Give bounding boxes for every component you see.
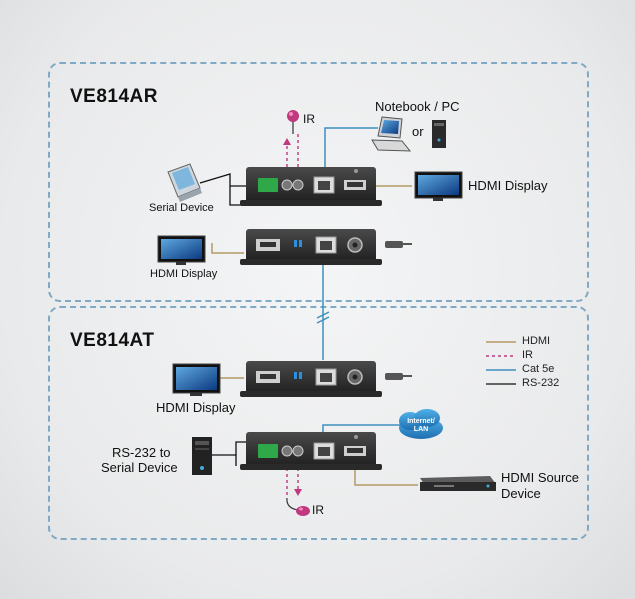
cat5e-to-notebook xyxy=(324,127,378,172)
transmitter-panel xyxy=(48,306,589,540)
legend-rs232: RS-232 xyxy=(522,377,560,389)
hdmi-display-r2-label: HDMI Display xyxy=(150,268,218,280)
pc-tower-icon xyxy=(432,120,446,148)
serial-device-icon xyxy=(167,163,202,202)
ir-port-icon xyxy=(281,179,293,191)
ve814at-unit-rear xyxy=(240,432,382,470)
rs232-terminal-icon xyxy=(258,444,278,458)
cat5e-link xyxy=(316,264,330,360)
legend-ir: IR xyxy=(522,349,533,361)
ir-receiver-icon xyxy=(287,110,299,134)
legend-cat5e: Cat 5e xyxy=(522,363,555,375)
hdmi-display-r1-icon xyxy=(414,171,463,201)
transmitter-title: VE814AT xyxy=(70,330,155,351)
ve814ar-unit-front xyxy=(240,229,412,265)
rs232-serial-label-2: Serial Device xyxy=(101,460,178,475)
hdmi-display-t-icon xyxy=(172,363,221,396)
hdmi-from-source xyxy=(354,468,418,486)
hdmi-display-r1-label: HDMI Display xyxy=(468,178,548,193)
notebook-pc-label: Notebook / PC xyxy=(375,99,460,114)
ir-emitter-icon xyxy=(286,497,310,516)
rs232-to-serial-device-t xyxy=(212,441,254,456)
notebook-icon xyxy=(371,116,412,152)
serial-device-label: Serial Device xyxy=(149,202,214,214)
legend-hdmi: HDMI xyxy=(522,335,551,347)
receiver-panel xyxy=(48,62,589,302)
ve814ar-unit-rear xyxy=(240,167,382,206)
legend-lines xyxy=(486,341,516,385)
hdmi-to-display-r2 xyxy=(211,243,244,254)
ve814at-unit-front xyxy=(240,361,412,397)
hdmi-source-label-2: Device xyxy=(501,486,541,501)
or-label: or xyxy=(412,124,424,139)
hdmi-display-t-label: HDMI Display xyxy=(156,400,236,415)
ir-top-label: IR xyxy=(303,112,315,126)
serial-device-tower-icon xyxy=(192,437,212,475)
ir-port-icon xyxy=(281,445,293,457)
internet-lan-label: Internet/ LAN xyxy=(407,418,435,433)
rs232-terminal-icon xyxy=(258,178,278,192)
hdmi-source-device-icon xyxy=(420,476,496,491)
hdmi-display-r2-icon xyxy=(157,235,206,265)
receiver-title: VE814AR xyxy=(70,86,158,107)
rs232-serial-label-1: RS-232 to xyxy=(112,445,171,460)
hdmi-source-label-1: HDMI Source xyxy=(501,470,580,485)
internet-lan-cloud-icon xyxy=(399,409,443,439)
ir-bottom-label: IR xyxy=(312,503,324,517)
